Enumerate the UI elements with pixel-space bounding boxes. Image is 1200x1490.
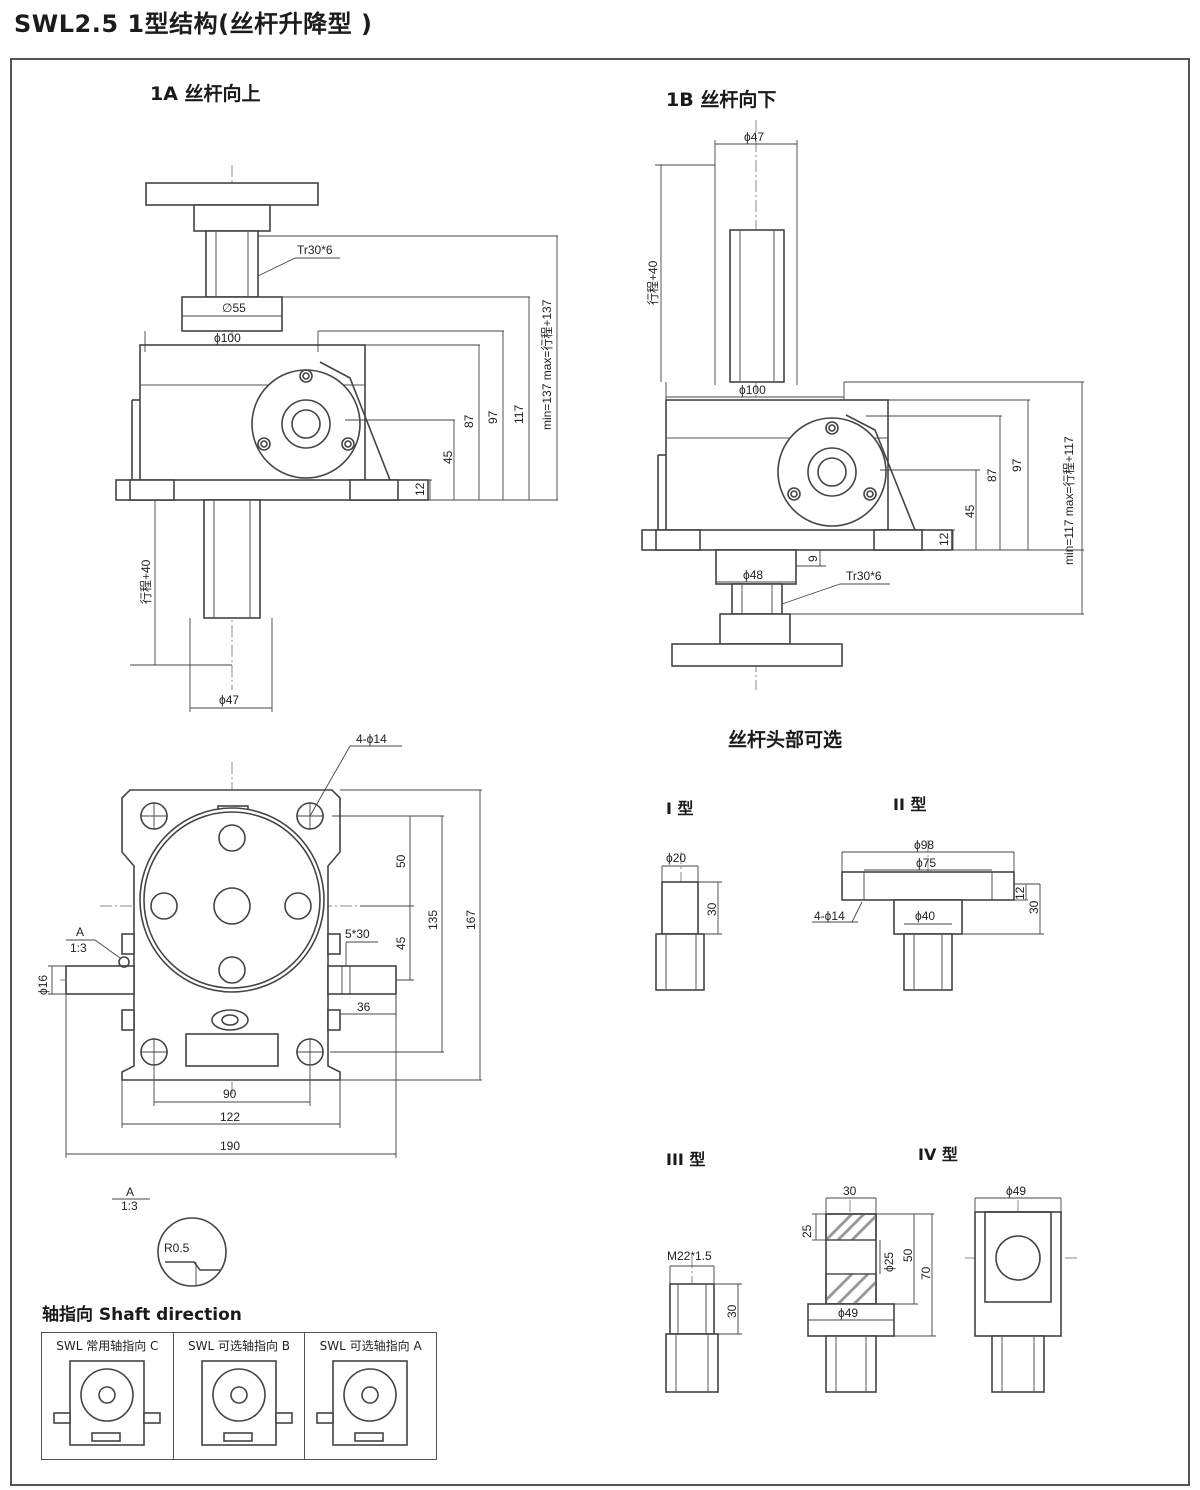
type-4: IV 型 30 25 ϕ25 50 70 ϕ49 bbox=[800, 1145, 1078, 1393]
t3-m22: M22*1.5 bbox=[667, 1249, 712, 1263]
dim-a-tr: Tr30*6 bbox=[297, 243, 333, 257]
dim-b-h9: 9 bbox=[806, 555, 820, 562]
dim-a-h12: 12 bbox=[413, 482, 427, 496]
type-2-label: II 型 bbox=[893, 795, 926, 814]
shaft-direction-table: SWL 常用轴指向 C SWL 可选轴指向 B SWL 可选轴指向 A bbox=[41, 1332, 437, 1460]
t4-70: 70 bbox=[919, 1266, 933, 1280]
shaft-b-icon bbox=[200, 1360, 293, 1446]
t2-d40: ϕ40 bbox=[915, 909, 935, 923]
type-3-label: III 型 bbox=[666, 1150, 705, 1169]
dim-p-135: 135 bbox=[426, 910, 440, 930]
dim-p-a: A bbox=[76, 925, 84, 939]
t4-30: 30 bbox=[843, 1184, 857, 1198]
t4-d49b: ϕ49 bbox=[1006, 1184, 1026, 1198]
dim-a-d100: ϕ100 bbox=[214, 331, 241, 345]
type-4-label: IV 型 bbox=[918, 1145, 958, 1164]
t2-d98: ϕ98 bbox=[914, 838, 934, 852]
shaft-cell-c: SWL 常用轴指向 C bbox=[42, 1333, 174, 1459]
shaft-cell-a: SWL 可选轴指向 A bbox=[305, 1333, 436, 1459]
t4-d49a: ϕ49 bbox=[838, 1306, 858, 1320]
dim-p-167: 167 bbox=[464, 910, 478, 930]
t2-d75: ϕ75 bbox=[916, 856, 936, 870]
t2-30: 30 bbox=[1027, 900, 1041, 914]
dim-p-122: 122 bbox=[220, 1110, 240, 1124]
dim-b-tr: Tr30*6 bbox=[846, 569, 882, 583]
dim-b-d100: ϕ100 bbox=[739, 383, 766, 397]
dim-p-45: 45 bbox=[394, 936, 408, 950]
dim-p-d16: ϕ16 bbox=[36, 975, 50, 995]
dim-a-stroke: 行程+40 bbox=[138, 559, 153, 604]
shaft-direction-heading: 轴指向 Shaft direction bbox=[42, 1305, 242, 1325]
dim-b-stroke: 行程+40 bbox=[645, 260, 660, 305]
dim-b-d47: ϕ47 bbox=[744, 130, 764, 144]
t4-d25: ϕ25 bbox=[882, 1252, 896, 1272]
shaft-a-icon bbox=[316, 1360, 409, 1446]
dim-a-d47: ϕ47 bbox=[219, 693, 239, 707]
t4-25a: 25 bbox=[800, 1224, 814, 1238]
dim-p-scale: 1:3 bbox=[70, 941, 87, 955]
detail-a-scale: 1:3 bbox=[121, 1199, 138, 1213]
detail-a-label: A bbox=[126, 1185, 134, 1199]
dim-a-minmax: min=137 max=行程+137 bbox=[539, 299, 554, 430]
type-3: III 型 M22*1.5 30 bbox=[665, 1150, 742, 1393]
view-1b: 1B 丝杆向下 ϕ47 行程+40 ϕ100 ϕ48 bbox=[641, 88, 1084, 690]
dim-b-h97: 97 bbox=[1010, 458, 1024, 472]
detail-a: A 1:3 R0.5 bbox=[112, 1185, 227, 1287]
dim-a-h97: 97 bbox=[486, 410, 500, 424]
dim-b-h45: 45 bbox=[963, 504, 977, 518]
t2-holes: 4-ϕ14 bbox=[814, 909, 845, 923]
dim-p-key: 5*30 bbox=[345, 927, 370, 941]
t1-30: 30 bbox=[705, 902, 719, 916]
dim-p-50: 50 bbox=[394, 854, 408, 868]
dim-b-d48: ϕ48 bbox=[743, 568, 763, 582]
view-1a-title: 1A 丝杆向上 bbox=[150, 82, 261, 105]
page-title: SWL2.5 1型结构(丝杆升降型 ) bbox=[14, 10, 373, 38]
dim-p-190: 190 bbox=[220, 1139, 240, 1153]
shaft-cell-label: SWL 可选轴指向 B bbox=[187, 1339, 291, 1353]
options-title: 丝杆头部可选 bbox=[728, 728, 842, 751]
dim-p-90: 90 bbox=[223, 1087, 237, 1101]
type-1-label: I 型 bbox=[666, 799, 694, 818]
dim-b-h12: 12 bbox=[937, 532, 951, 546]
dim-a-d55: ∅55 bbox=[222, 301, 246, 315]
type-1: I 型 ϕ20 30 bbox=[655, 799, 722, 991]
drawing-frame bbox=[10, 58, 1190, 1486]
detail-a-r: R0.5 bbox=[164, 1241, 190, 1255]
t3-30: 30 bbox=[725, 1304, 739, 1318]
dim-p-holes: 4-ϕ14 bbox=[356, 732, 387, 746]
view-1b-title: 1B 丝杆向下 bbox=[666, 88, 776, 111]
dim-b-h87: 87 bbox=[985, 468, 999, 482]
shaft-cell-label: SWL 可选轴指向 A bbox=[319, 1339, 422, 1353]
view-1a: 1A 丝杆向上 Tr30*6 ∅55 ϕ100 bbox=[115, 82, 558, 712]
shaft-cell-label: SWL 常用轴指向 C bbox=[56, 1339, 159, 1353]
dim-a-h45: 45 bbox=[441, 450, 455, 464]
shaft-c-icon bbox=[53, 1360, 161, 1446]
t1-d20: ϕ20 bbox=[666, 851, 686, 865]
type-2: II 型 ϕ98 ϕ75 12 30 4-ϕ14 ϕ40 bbox=[812, 795, 1044, 991]
dim-b-minmax: min=117 max=行程+117 bbox=[1061, 436, 1076, 565]
t4-50: 50 bbox=[901, 1248, 915, 1262]
dim-a-h87: 87 bbox=[462, 414, 476, 428]
shaft-cell-b: SWL 可选轴指向 B bbox=[174, 1333, 306, 1459]
dim-p-36: 36 bbox=[357, 1000, 371, 1014]
t2-12: 12 bbox=[1013, 886, 1027, 900]
dim-a-h117: 117 bbox=[512, 405, 526, 424]
plan-view: 4-ϕ14 50 45 135 167 A 1:3 ϕ16 5*30 36 90… bbox=[36, 732, 482, 1158]
